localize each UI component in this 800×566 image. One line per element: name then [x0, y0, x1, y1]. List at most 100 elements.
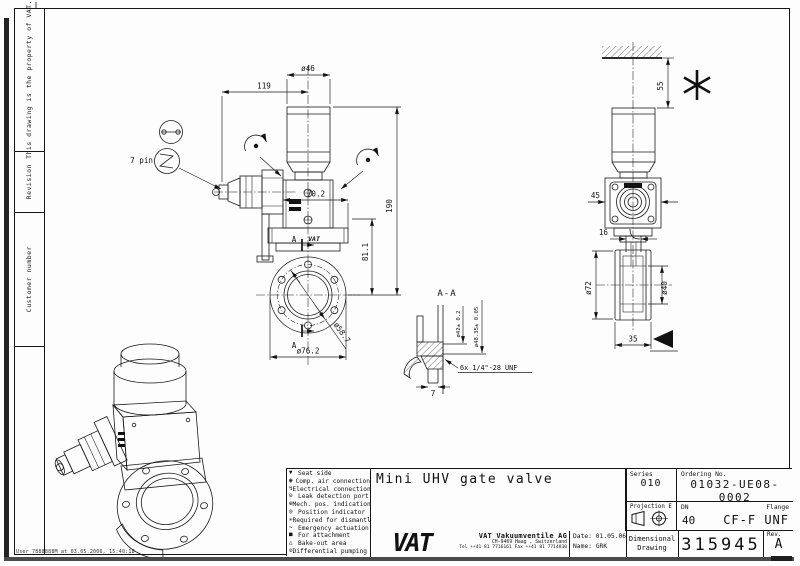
company-info: VAT Vakuumventile AG CH-9469 Haag , Swit…: [453, 532, 567, 550]
section-mark-bottom: A: [292, 341, 297, 350]
vat-logo-small: VAT: [308, 235, 321, 243]
dim-55: 55: [656, 81, 665, 90]
legend-label: Position indicator: [298, 508, 366, 516]
customer-number-label: Customer number: [25, 246, 33, 313]
legend-label: Leak detection port: [298, 493, 369, 501]
rotation-symbol-right: [340, 147, 379, 190]
dn-flange-cell: DN Flange 40 CF-F UNF: [677, 502, 793, 531]
print-stamp: User 7888888M at 03.05.2006, 15:40:18: [16, 549, 135, 555]
company-name: VAT Vakuumventile AG: [478, 532, 567, 540]
legend-label: Seat side: [298, 470, 332, 477]
attachment-icon: ■: [289, 532, 293, 539]
legend-row: ↷ Emergency actuation: [289, 525, 370, 533]
dim-dia46: ø46: [301, 64, 315, 73]
leak-detection-icon: ⊖: [289, 493, 293, 500]
dim-81-1: 81.1: [361, 242, 370, 261]
dim-dia72: ø72: [584, 281, 593, 295]
doc-type-line1: Dimensional: [628, 535, 676, 543]
section-mark-top: A: [292, 235, 297, 244]
dismantling-asterisk: [683, 70, 711, 100]
rev-label: Rev.: [767, 531, 782, 538]
drawing-number: 315945: [679, 531, 764, 557]
dim-190: 190: [385, 199, 394, 213]
ordering-cell: Ordering No. 01032-UE08-0002: [677, 469, 793, 504]
pin-label: 7 pin: [130, 156, 153, 165]
side-view: 55 45: [584, 42, 711, 352]
legend-row: ↯Electrical connection: [289, 486, 370, 494]
dn-label: DN: [681, 504, 689, 511]
dim-45: 45: [591, 191, 600, 200]
symbol-legend: ▼ Seat side ◉Comp. air connection ↯Electr…: [287, 469, 371, 557]
legend-row: ◎ Position indicator: [289, 509, 370, 517]
flange-value: CF-F UNF: [723, 513, 789, 527]
projection-cell: Projection E: [626, 502, 677, 531]
legend-label: Bake-out area: [298, 540, 347, 548]
legend-row: ⊙Differential pumping port: [289, 548, 370, 556]
legend-row: ⊕Mech. pos. indication: [289, 501, 370, 509]
property-note: This drawing is the property of VAT.: [25, 0, 33, 159]
position-indicator-icon: ◎: [289, 508, 293, 515]
sidebar-property-cell: This drawing is the property of VAT.: [14, 0, 44, 159]
legend-label: Required for dismantling: [292, 516, 371, 524]
mech-pos-icon: ⊕: [289, 501, 293, 508]
dn-value: 40: [682, 514, 696, 527]
projection-symbol-icon: [631, 510, 668, 527]
sidebar-revision-cell: Revision: [14, 152, 44, 213]
legend-row: ✳Required for dismantling: [289, 517, 370, 525]
dim-dia42: ø42± 0.2: [456, 311, 462, 338]
ordering-label: Ordering No.: [681, 471, 727, 478]
bake-out-icon: △: [289, 540, 293, 547]
legend-row: ⊖ Leak detection port: [289, 493, 370, 501]
doc-type-cell: Dimensional Drawing: [626, 531, 679, 557]
dim-70-2: 70.2: [307, 190, 325, 199]
series-label: Series: [630, 471, 653, 478]
section-dimensions: ø42± 0.2 ø48.35± 0.05 6x 1/4"-28 UNF 7: [416, 300, 532, 398]
diff-pumping-icon: ⊙: [289, 547, 293, 554]
date-value: 01.05.06: [595, 533, 627, 540]
series-cell: Series 010: [626, 469, 677, 502]
legend-row: △ Bake-out area: [289, 540, 370, 548]
section-view: A-A ø42± 0.2 ø48.35± 0.05 6x 1/4"-28 UNF: [403, 289, 532, 398]
right-block-border: [626, 469, 793, 557]
revision-cell: Rev. A: [764, 531, 793, 557]
date-name-cell: Date: 01.05.06 Name: GRK: [569, 531, 626, 557]
date-label: Date:: [573, 533, 592, 540]
dim-119: 119: [257, 82, 271, 91]
name-label: Name:: [573, 543, 592, 550]
dim-35: 35: [628, 335, 637, 344]
name-value: GRK: [595, 543, 608, 550]
electrical-connector-symbol: [154, 120, 222, 190]
legend-label: Comp. air connection: [295, 477, 370, 485]
section-title: A-A: [437, 289, 456, 299]
sidebar-empty-cell: [14, 347, 44, 553]
corner-mark: [771, 556, 792, 561]
emergency-actuation-icon: ↷: [289, 524, 293, 531]
company-address: CH-9469 Haag , Switzerland: [491, 540, 567, 545]
dim-dia48-35: ø48.35± 0.05: [474, 307, 480, 347]
legend-label: Mech. pos. indication: [292, 501, 371, 509]
seat-side-marker: [653, 330, 673, 348]
seat-side-icon: ▼: [289, 470, 293, 476]
legend-label: Emergency actuation: [298, 524, 369, 532]
rotation-symbol-left: [244, 133, 282, 177]
projection-label: Projection E: [630, 504, 672, 510]
thread-callout: 6x 1/4"-28 UNF: [460, 364, 517, 372]
comp-air-icon: ◉: [289, 477, 293, 484]
company-phone: Tel ++41 81 7716161 Fax ++41 81 7714830: [459, 545, 567, 550]
sidebar-customer-cell: Customer number: [14, 213, 44, 347]
legend-label: For attachment: [298, 532, 351, 540]
legend-row: ■ For attachment: [289, 532, 370, 540]
legend-row: ▼ Seat side: [289, 470, 370, 478]
dim-7: 7: [431, 389, 436, 398]
dim-16: 16: [599, 228, 609, 237]
isometric-view: [54, 343, 214, 560]
doc-type-line2: Drawing: [637, 543, 667, 552]
front-view: 7 pin VAT: [130, 64, 401, 365]
ordering-value: 01032-UE08-0002: [690, 478, 780, 504]
title-block: ▼ Seat side ◉Comp. air connection ↯Electr…: [286, 468, 793, 557]
legend-label: Electrical connection: [292, 485, 371, 493]
flange-label: Flange: [766, 504, 789, 511]
legend-row: ◉Comp. air connection: [289, 478, 370, 486]
